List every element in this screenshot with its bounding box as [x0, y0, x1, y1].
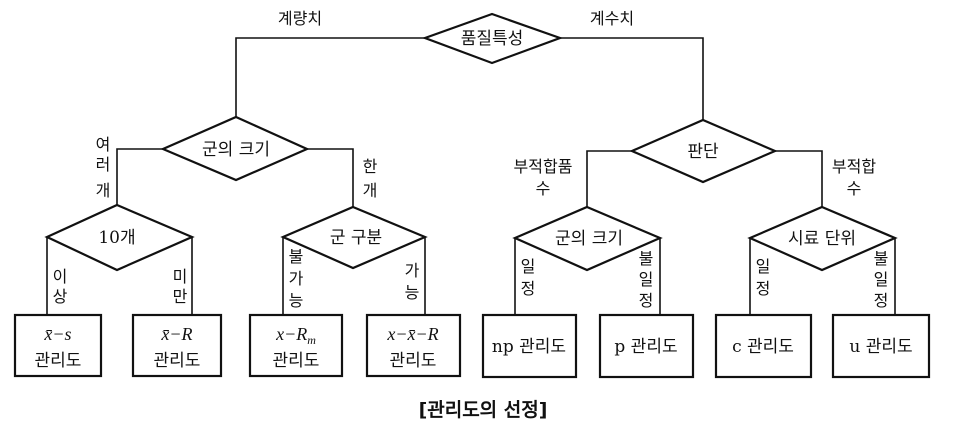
box-xbar-s-chart: x̄−s 관리도 — [13, 313, 103, 378]
edge-label-char: 가 — [405, 261, 420, 280]
box-label: np 관리도 — [492, 337, 566, 357]
box-label: c 관리도 — [732, 337, 794, 357]
decision-label: 시료 단위 — [788, 229, 856, 249]
decision-label: 판단 — [687, 142, 719, 162]
box-label: 관리도 — [390, 351, 437, 371]
decision-label: 군의 크기 — [202, 140, 270, 160]
edge-label-line: 수 — [847, 179, 862, 198]
edge-label-char: 개 — [96, 181, 111, 200]
box-formula: x−R — [275, 324, 307, 344]
decision-label: 군 구분 — [330, 228, 382, 248]
edge-label-char: 능 — [289, 291, 304, 310]
decision-sample-unit: 시료 단위 — [747, 205, 898, 272]
box-np-chart: np 관리도 — [481, 313, 578, 379]
decision-subgroup-size-attr: 군의 크기 — [512, 205, 663, 272]
edge-label-line: 수 — [536, 179, 551, 198]
edge-label-char: 정 — [521, 279, 536, 298]
box-x-rm-chart: x−Rm 관리도 — [248, 313, 344, 378]
edge-label-char: 정 — [874, 291, 889, 310]
decision-label: 10개 — [98, 228, 135, 248]
svg-text:x−Rm: x−Rm — [275, 324, 316, 347]
box-c-chart: c 관리도 — [714, 313, 813, 379]
edge-label-attribute: 계수치 — [590, 9, 634, 28]
edge-label-char: 정 — [756, 279, 771, 298]
decision-attribute-judgement: 판단 — [629, 118, 778, 184]
edge-label-char: 불 — [289, 247, 304, 266]
decision-subgroup-size: 군의 크기 — [160, 115, 310, 182]
edge-label-char: 일 — [756, 257, 771, 276]
box-formula-subscript: m — [307, 333, 316, 347]
edge-label-char: 정 — [639, 291, 654, 310]
decision-root: 품질특성 — [421, 12, 564, 65]
box-formula: x̄−R — [160, 324, 192, 344]
edge-label-char: 상 — [53, 287, 68, 306]
edge-labels: 여 러 개 한 개 이 상 미 만 불 가 능 가 능 부적합품 수 부적합 수… — [53, 135, 889, 310]
edge-label-char: 러 — [96, 155, 111, 174]
decision-10: 10개 — [44, 203, 195, 272]
decision-label: 군의 크기 — [555, 229, 623, 249]
box-label: 관리도 — [35, 351, 82, 371]
box-label: p 관리도 — [614, 337, 677, 357]
box-u-chart: u 관리도 — [831, 313, 931, 379]
edge-label-char: 만 — [173, 287, 188, 306]
edge-label-char: 불 — [874, 249, 889, 268]
box-p-chart: p 관리도 — [598, 313, 695, 379]
box-label: u 관리도 — [849, 337, 912, 357]
edge-label-char: 한 — [363, 157, 378, 176]
box-label: 관리도 — [154, 351, 201, 371]
edge-label-char: 여 — [96, 135, 111, 154]
decision-root-label: 품질특성 — [461, 29, 524, 49]
edge-label-char: 능 — [405, 283, 420, 302]
edge-label-char: 불 — [639, 249, 654, 268]
box-xbar-r-chart: x̄−R 관리도 — [131, 313, 223, 378]
figure-caption: [관리도의 선정] — [419, 399, 548, 421]
box-formula: x−x̄−R — [386, 324, 438, 344]
edge-label-variable: 계량치 — [278, 9, 322, 28]
edge-label-char: 가 — [289, 269, 304, 288]
edge-label-char: 미 — [173, 267, 188, 286]
edge-label-char: 일 — [639, 270, 654, 289]
box-x-xbar-r-chart: x−x̄−R 관리도 — [365, 313, 462, 378]
box-label: 관리도 — [273, 351, 320, 371]
edge-label-line: 부적합 — [832, 157, 876, 176]
edge-label-char: 일 — [521, 257, 536, 276]
decision-group-division: 군 구분 — [280, 205, 428, 270]
edge-label-char: 일 — [874, 270, 889, 289]
connector-lines — [46, 37, 896, 315]
edge-label-line: 부적합품 — [514, 157, 573, 176]
edge-label-char: 개 — [363, 181, 378, 200]
edge-label-char: 이 — [53, 267, 68, 286]
box-formula: x̄−s — [43, 324, 71, 344]
